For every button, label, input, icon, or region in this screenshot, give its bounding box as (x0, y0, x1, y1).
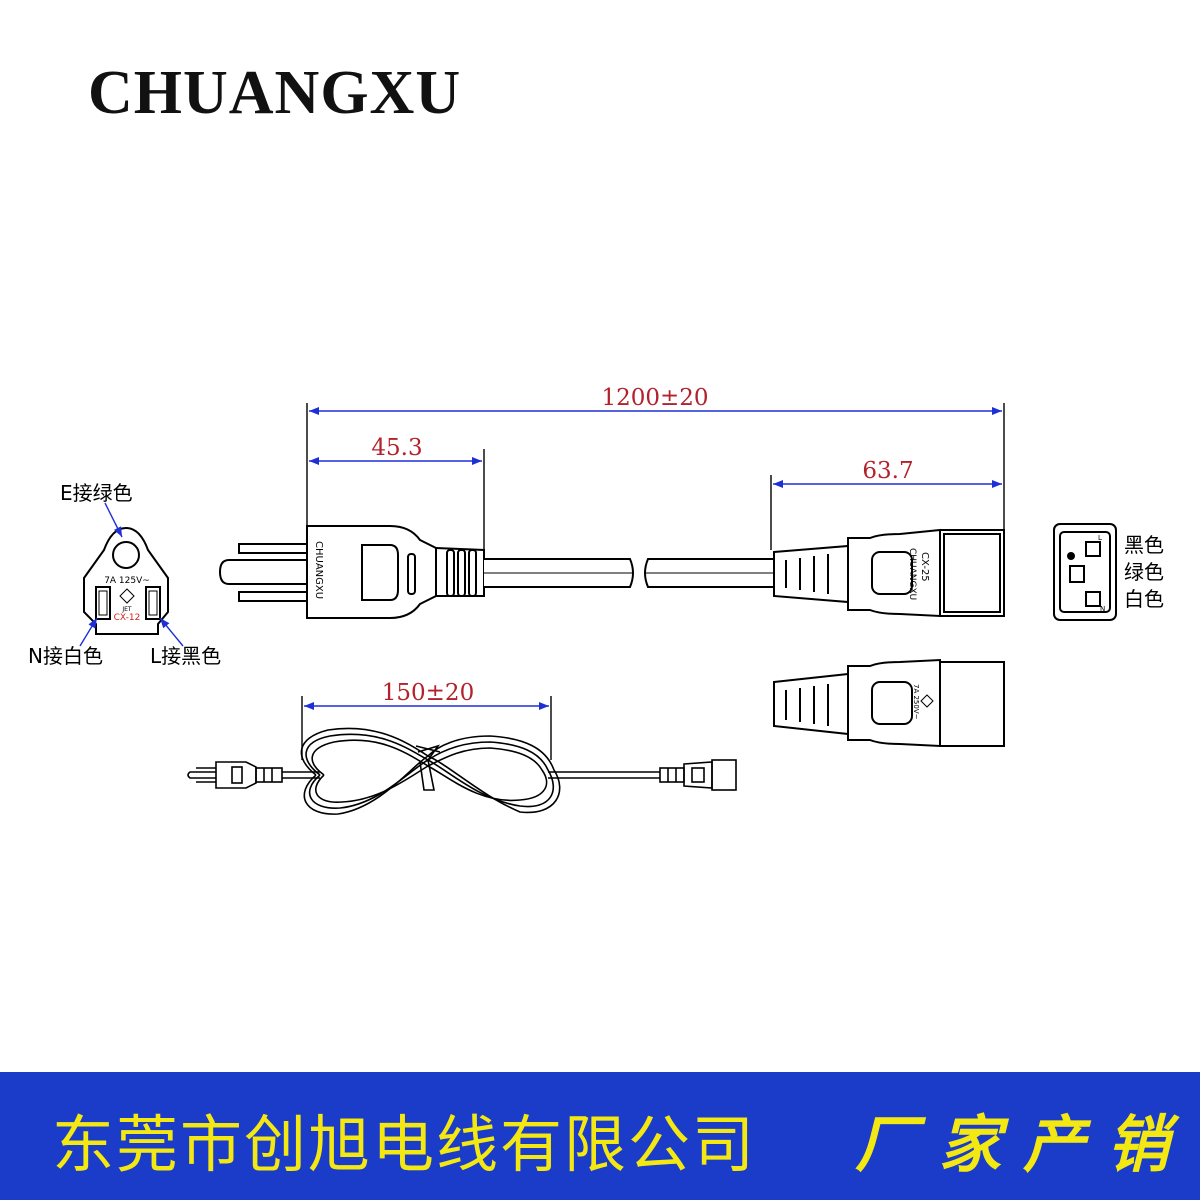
live-blade-slot (145, 586, 161, 620)
plug-ground-pin (218, 559, 310, 585)
power-cord-drawing: 1200±20 45.3 63.7 150±20 7A 125V~ JET CX… (28, 385, 1164, 815)
connector-body-brand-text: CHUANGXU (907, 548, 917, 600)
earth-callout-line (104, 502, 123, 538)
mini-plug-relief (255, 767, 283, 783)
live-callout-line (159, 617, 184, 647)
neutral-blade-inner (98, 590, 108, 616)
strain-relief-slot (468, 549, 477, 597)
alt-connector-head (939, 661, 1005, 747)
plug-rating-text: 7A 125V~ (104, 576, 150, 586)
cert-mark-text: JET (121, 606, 132, 613)
socket-indicator-dot (1067, 552, 1075, 560)
socket-earth-slot (1069, 565, 1085, 583)
brand-logo: CHUANGXU (88, 59, 462, 127)
connector-model-text: CX-25 (919, 552, 930, 582)
plug-side-view: CHUANGXU (218, 525, 485, 619)
mini-connector-body (683, 761, 713, 789)
connector-length-label: 63.7 (862, 458, 913, 484)
coil-loop (311, 739, 548, 803)
plug-ridge (407, 553, 416, 595)
mini-plug-recess (231, 766, 243, 784)
socket-live-mark: L (1098, 534, 1102, 542)
overall-length-label: 1200±20 (601, 385, 708, 411)
pse-mark-icon (119, 588, 135, 604)
connector-head-face (943, 533, 1001, 613)
live-blade-inner (148, 590, 158, 616)
dimension-arrows (304, 407, 1002, 710)
plug-grip-recess (361, 544, 399, 601)
socket-neutral-slot (1085, 591, 1101, 607)
socket-neutral-mark: N (1100, 605, 1105, 613)
connector-grip-recess (871, 551, 913, 595)
company-banner: 东莞市创旭电线有限公司 厂家产销 (0, 1072, 1200, 1200)
plug-model-text: CX-12 (114, 613, 141, 623)
neutral-callout-line (79, 617, 98, 647)
cable-tie (415, 744, 441, 791)
wire-color-green: 绿色 (1124, 560, 1164, 584)
pse-mark-icon (920, 694, 934, 708)
socket-live-slot (1085, 541, 1101, 557)
coiled-cord-overview (187, 727, 737, 815)
live-wire-label: L接黑色 (150, 644, 221, 668)
connector-side-view: CX-25 CHUANGXU (773, 528, 1005, 618)
company-name: 东莞市创旭电线有限公司 (52, 1108, 757, 1181)
mini-connector-head (711, 759, 737, 791)
plug-face-view: 7A 125V~ JET CX-12 E接绿色 N接白色 L接黑色 (28, 481, 221, 668)
coil-loop (300, 727, 561, 815)
neutral-blade-slot (95, 586, 111, 620)
mini-connector-recess (691, 767, 705, 783)
connector-head (939, 529, 1005, 617)
dimension-labels: 1200±20 45.3 63.7 150±20 (371, 385, 913, 706)
strain-relief-slot (457, 549, 466, 597)
cable (484, 558, 777, 588)
alt-grip-recess (871, 681, 913, 725)
earth-wire-label: E接绿色 (60, 481, 133, 505)
mini-plug-body (215, 761, 257, 789)
neutral-wire-label: N接白色 (28, 644, 103, 668)
plug-body-brand-text: CHUANGXU (313, 541, 324, 599)
plug-length-label: 45.3 (371, 435, 422, 461)
plug-blade-top (238, 543, 310, 554)
wire-color-legend: 黑色 绿色 白色 (1124, 533, 1164, 611)
wire-color-black: 黑色 (1124, 533, 1164, 557)
plug-blade-bottom (238, 591, 310, 602)
coil-loop (305, 733, 554, 809)
slogan: 厂家产销 (855, 1108, 1192, 1181)
mini-connector-relief (659, 767, 685, 783)
strain-relief-slot (446, 549, 455, 597)
connector-rating-text: 7A 250V~ (912, 684, 920, 720)
bundle-length-label: 150±20 (382, 680, 474, 706)
connector-alt-view: 7A 250V~ (773, 658, 1005, 748)
mini-plug-ground-pin (187, 771, 216, 779)
wire-color-white: 白色 (1124, 587, 1164, 611)
earth-pin-hole (112, 541, 140, 569)
socket-face-view: L N (1053, 523, 1117, 621)
